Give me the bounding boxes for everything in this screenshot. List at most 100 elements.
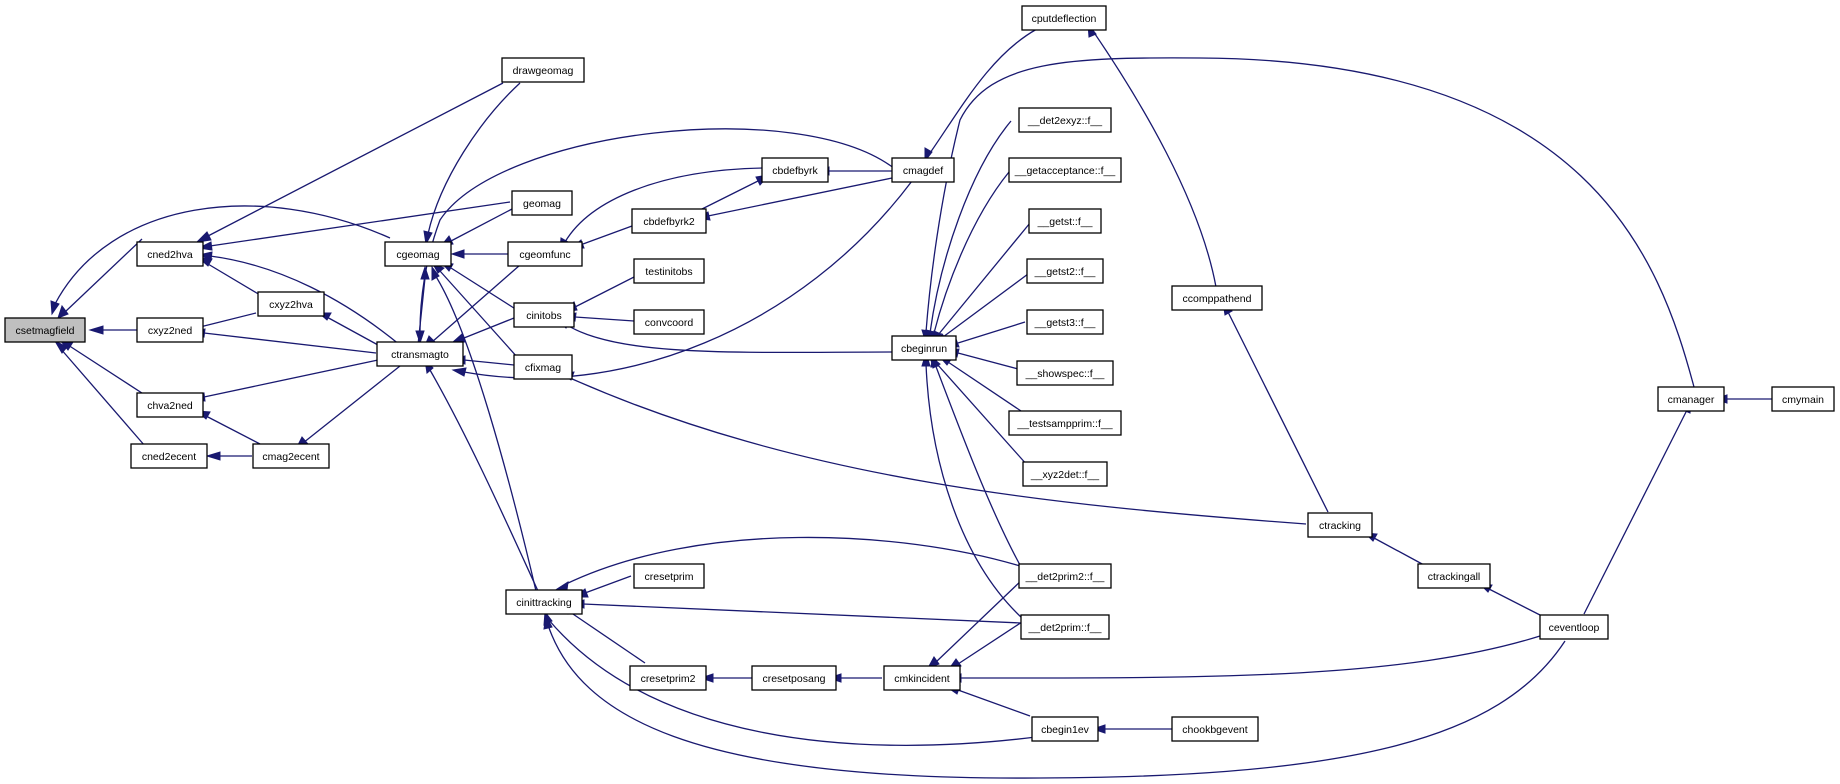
svg-text:cmanager: cmanager xyxy=(1668,394,1715,406)
svg-text:__getacceptance::f__: __getacceptance::f__ xyxy=(1014,165,1116,177)
svg-text:cbeginrun: cbeginrun xyxy=(901,343,947,355)
edge-ctransmagto-cxyz2ned xyxy=(203,332,377,354)
edge-drawgeomag-cgeomag xyxy=(427,82,521,235)
node-cresetposang[interactable]: cresetposang xyxy=(751,665,837,691)
edge-ctransmagto-cmag2ecent xyxy=(302,365,401,444)
edge-ctrackingall-ctracking xyxy=(1373,537,1425,566)
node-showspec[interactable]: __showspec::f__ xyxy=(1016,360,1114,386)
svg-text:drawgeomag: drawgeomag xyxy=(513,65,574,77)
node-cmag2ecent[interactable]: cmag2ecent xyxy=(252,443,330,469)
edge-cbegin1ev-cinittracking xyxy=(547,618,1037,746)
edge-ctracking-cfixmag xyxy=(569,377,1307,525)
edge-cned2hva-csetmagfield xyxy=(64,238,143,313)
edge-cmagdef-cbdefbyrk2 xyxy=(707,177,893,217)
node-testsampprim[interactable]: __testsampprim::f__ xyxy=(1008,410,1122,436)
node-cned2hva[interactable]: cned2hva xyxy=(136,241,204,267)
edge-cfixmag-cgeomag xyxy=(439,270,519,359)
node-cresetprim[interactable]: cresetprim xyxy=(633,563,705,589)
edge-testinitobs-cinitobs xyxy=(574,273,641,308)
svg-text:ctracking: ctracking xyxy=(1319,520,1361,532)
svg-text:__getst::f__: __getst::f__ xyxy=(1037,216,1093,228)
node-cinitobs[interactable]: cinitobs xyxy=(513,302,575,328)
node-geomag[interactable]: geomag xyxy=(511,190,573,216)
arrowhead xyxy=(420,265,430,280)
node-cned2ecent[interactable]: cned2ecent xyxy=(130,443,208,469)
svg-text:cgeomag: cgeomag xyxy=(396,249,439,261)
svg-text:cresetposang: cresetposang xyxy=(762,673,825,685)
node-cmkincident[interactable]: cmkincident xyxy=(883,665,961,691)
node-chookbgevent[interactable]: chookbgevent xyxy=(1171,716,1259,742)
node-cputdeflection[interactable]: cputdeflection xyxy=(1021,5,1107,31)
node-det2exyz[interactable]: __det2exyz::f__ xyxy=(1018,107,1112,133)
svg-text:cinitobs: cinitobs xyxy=(526,310,562,322)
svg-text:csetmagfield: csetmagfield xyxy=(16,325,75,337)
edge-xyz2det-cbeginrun xyxy=(936,363,1029,467)
node-cmymain[interactable]: cmymain xyxy=(1771,386,1835,412)
node-getst3[interactable]: __getst3::f__ xyxy=(1026,309,1104,335)
svg-text:cbdefbyrk: cbdefbyrk xyxy=(772,165,818,177)
edge-ctransmagto-cxyz2hva xyxy=(324,315,379,346)
node-ccomppathend[interactable]: ccomppathend xyxy=(1171,285,1263,311)
svg-text:chva2ned: chva2ned xyxy=(147,400,193,412)
node-cbegin1ev[interactable]: cbegin1ev xyxy=(1031,716,1099,742)
node-cresetprim2[interactable]: cresetprim2 xyxy=(629,665,707,691)
node-cgeomag[interactable]: cgeomag xyxy=(384,241,452,267)
arrowhead xyxy=(205,451,221,461)
node-ctracking[interactable]: ctracking xyxy=(1307,512,1373,538)
edge-convcoord-cinitobs xyxy=(574,316,635,322)
arrowhead xyxy=(88,325,104,335)
svg-text:geomag: geomag xyxy=(523,198,561,210)
node-testinitobs[interactable]: testinitobs xyxy=(633,258,705,284)
node-det2prim[interactable]: __det2prim::f__ xyxy=(1020,614,1110,640)
node-cfixmag[interactable]: cfixmag xyxy=(513,354,573,380)
node-ctrackingall[interactable]: ctrackingall xyxy=(1417,563,1491,589)
node-xyz2det[interactable]: __xyz2det::f__ xyxy=(1022,461,1108,487)
svg-text:cmkincident: cmkincident xyxy=(894,673,950,685)
svg-text:cxyz2hva: cxyz2hva xyxy=(269,299,313,311)
svg-text:cned2hva: cned2hva xyxy=(147,249,193,261)
node-cgeomfunc[interactable]: cgeomfunc xyxy=(507,241,583,267)
edge-det2prim2-cmkincident xyxy=(935,577,1025,663)
edge-ceventloop-cmanager xyxy=(1583,409,1688,615)
svg-text:cmymain: cmymain xyxy=(1782,394,1824,406)
node-ctransmagto[interactable]: ctransmagto xyxy=(376,341,464,367)
svg-text:cned2ecent: cned2ecent xyxy=(142,451,196,463)
node-getst2[interactable]: __getst2::f__ xyxy=(1026,258,1104,284)
node-cinittracking[interactable]: cinittracking xyxy=(505,589,583,615)
node-chva2ned[interactable]: chva2ned xyxy=(136,392,204,418)
svg-text:cbegin1ev: cbegin1ev xyxy=(1041,724,1090,736)
svg-text:cbdefbyrk2: cbdefbyrk2 xyxy=(643,216,695,228)
node-csetmagfield[interactable]: csetmagfield xyxy=(4,317,86,343)
node-getacceptance[interactable]: __getacceptance::f__ xyxy=(1008,157,1122,183)
node-getst[interactable]: __getst::f__ xyxy=(1028,208,1102,234)
svg-text:ceventloop: ceventloop xyxy=(1549,622,1600,634)
svg-text:cresetprim: cresetprim xyxy=(644,571,693,583)
node-cxyz2hva[interactable]: cxyz2hva xyxy=(257,291,325,317)
arrowhead xyxy=(415,330,425,345)
node-convcoord[interactable]: convcoord xyxy=(633,309,705,335)
edge-geomag-cned2hva xyxy=(209,201,511,247)
node-cmagdef[interactable]: cmagdef xyxy=(891,157,955,183)
edge-cbegin1ev-cmkincident xyxy=(957,689,1031,717)
edge-cbdefbyrk2-cbdefbyrk xyxy=(693,179,761,214)
arrowhead xyxy=(423,230,433,246)
edge-getst-cbeginrun xyxy=(937,222,1031,336)
edge-det2exyz-cbeginrun xyxy=(929,120,1012,334)
edge-cgeomfunc-ctransmagto xyxy=(431,264,521,343)
arrowhead xyxy=(451,367,467,377)
node-cxyz2ned[interactable]: cxyz2ned xyxy=(136,317,204,343)
edge-cinittracking-cgeomag xyxy=(434,274,537,592)
svg-text:cfixmag: cfixmag xyxy=(525,362,561,374)
node-cbeginrun[interactable]: cbeginrun xyxy=(891,335,957,361)
node-cbdefbyrk[interactable]: cbdefbyrk xyxy=(761,157,829,183)
node-cmanager[interactable]: cmanager xyxy=(1657,386,1725,412)
node-drawgeomag[interactable]: drawgeomag xyxy=(501,57,585,83)
edge-cmanager-cbeginrun xyxy=(925,57,1695,388)
node-ceventloop[interactable]: ceventloop xyxy=(1539,614,1609,640)
svg-text:cmagdef: cmagdef xyxy=(903,165,943,177)
edge-drawgeomag-cned2hva xyxy=(207,82,504,237)
svg-text:__det2prim::f__: __det2prim::f__ xyxy=(1028,622,1102,634)
node-det2prim2[interactable]: __det2prim2::f__ xyxy=(1018,563,1112,589)
arrowhead xyxy=(197,251,213,261)
node-cbdefbyrk2[interactable]: cbdefbyrk2 xyxy=(631,208,707,234)
